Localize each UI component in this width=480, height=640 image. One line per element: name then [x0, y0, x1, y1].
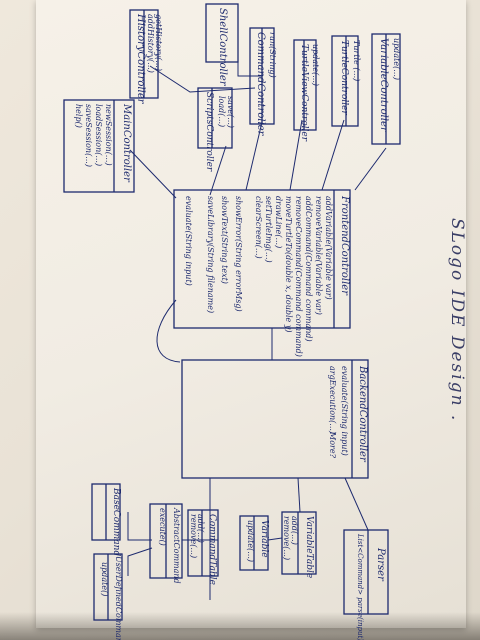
class-name: VariableTable — [304, 516, 314, 578]
method-label: addHistory(...) — [146, 14, 155, 73]
class-backend-controller: BackendController evaluate(String input)… — [181, 359, 369, 479]
class-name: CommandTable — [207, 514, 217, 585]
method-label: save(...) — [226, 96, 235, 128]
connector-backend-variabletable — [297, 477, 301, 513]
frontend-methods: addVariable(Variable var) removeVariable… — [184, 196, 333, 357]
method-label: showText(String text) — [220, 196, 229, 284]
method-label: evaluate(String input) — [340, 366, 349, 456]
method-label: Turtle (...) — [352, 40, 361, 81]
class-name: TurtleViewController — [299, 44, 309, 142]
method-label: help() — [74, 104, 83, 128]
class-user-defined-command: UserDefinedCommand update() — [93, 553, 123, 640]
connector-abstract-userdefined — [127, 547, 153, 576]
class-command-table: CommandTable add(...) remove(...) — [187, 509, 219, 585]
method-label: addVariable(Variable var) — [324, 196, 333, 300]
method-label: moveTurtleTo(double x, double y) — [284, 196, 293, 332]
method-label: load(...) — [217, 96, 226, 127]
method-label: evaluate(String input) — [184, 196, 193, 286]
class-frontend-controller: FrontendController addVariable(Variable … — [173, 189, 351, 357]
class-name: CommandController — [255, 32, 266, 137]
class-name: MainController — [121, 103, 132, 183]
class-name: VariableController — [378, 38, 389, 133]
connector-turtle-frontend — [245, 121, 263, 191]
connector-main-frontend — [129, 149, 177, 199]
class-name: AbstractCommand — [172, 507, 181, 584]
class-turtle-view-controller: TurtleViewController update(...) — [293, 39, 320, 142]
class-name: FrontendController — [339, 195, 350, 296]
class-name: TurtleController — [339, 40, 349, 115]
method-label: List<Command> parse(input) — [356, 533, 364, 640]
method-label: saveLibrary(String filename) — [206, 196, 215, 313]
connector-frontend-loop — [156, 299, 181, 363]
connectors — [127, 62, 387, 600]
class-shell-controller: ShellController — [205, 3, 239, 87]
method-label: More? — [328, 431, 337, 459]
class-name: Parser — [375, 547, 386, 582]
class-scripts-controller: ScriptsController load(...) save(...) — [197, 87, 235, 172]
class-variable-controller: VariableController update(...) — [371, 33, 401, 145]
method-label: drawLine(...) — [274, 196, 283, 248]
method-label: showError(String errorMsg) — [234, 196, 243, 312]
method-label: add(...) — [290, 516, 299, 545]
method-label: getHistory(...) — [154, 14, 163, 71]
connector-scripts-frontend — [209, 145, 227, 196]
class-name: ScriptsController — [204, 92, 214, 172]
method-label: remove(...) — [189, 514, 198, 558]
method-label: addCommand(Command command) — [304, 196, 313, 342]
method-label: saveSession(...) — [84, 104, 93, 167]
class-parser: Parser List<Command> parse(input) — [343, 529, 389, 640]
method-label: update(...) — [392, 38, 401, 80]
connector-command-frontend — [321, 119, 345, 191]
class-name: BackendController — [357, 365, 368, 463]
method-label: run(String) — [268, 32, 277, 78]
class-history-controller: HistoryController addHistory(...) getHis… — [129, 9, 163, 105]
method-label: execute() — [158, 508, 167, 546]
class-name: BaseCommand — [111, 487, 121, 556]
class-variable: Variable update(...) — [239, 515, 269, 571]
method-label: clearScreen(...) — [254, 196, 263, 259]
class-name: HistoryController — [135, 13, 146, 105]
table-edge — [0, 612, 480, 640]
method-label: update(...) — [311, 44, 320, 86]
method-label: newSession(...) — [104, 104, 113, 166]
class-turtle-controller: TurtleController Turtle (...) — [331, 35, 361, 127]
connector-backend-parser — [344, 477, 369, 531]
class-name: Variable — [259, 520, 269, 558]
diagram-title: SLogo IDE Design . — [447, 218, 467, 422]
method-label: add(...) — [196, 514, 205, 543]
connector-abstract-base — [127, 512, 152, 541]
class-command-controller: CommandController run(String) — [249, 27, 277, 137]
method-label: update() — [100, 562, 109, 596]
class-name: UserDefinedCommand — [114, 556, 123, 640]
method-label: update(...) — [246, 520, 255, 562]
connector-turtleview-frontend — [289, 119, 303, 191]
method-label: loadSession(...) — [94, 104, 103, 166]
paper-sheet — [36, 0, 466, 628]
connector-history-turtle — [149, 65, 256, 93]
method-label: remove(...) — [282, 516, 291, 560]
method-label: removeVariable(Variable var) — [314, 196, 323, 315]
class-name: ShellController — [217, 8, 228, 87]
method-label: removeCommand(Command command) — [294, 196, 303, 357]
connector-variabletable-variable — [267, 537, 283, 541]
connector-shell-turtle — [237, 62, 262, 77]
class-main-controller: MainController newSession(...) loadSessi… — [63, 99, 135, 193]
connector-variable-frontend — [354, 147, 387, 191]
class-base-command: BaseCommand — [91, 483, 121, 556]
method-label: argExecution(...) — [328, 366, 337, 434]
method-label: setTurtleImg(...) — [264, 196, 273, 263]
class-variable-table: VariableTable add(...) remove(...) — [281, 511, 317, 578]
class-abstract-command: AbstractCommand execute() — [149, 503, 183, 584]
